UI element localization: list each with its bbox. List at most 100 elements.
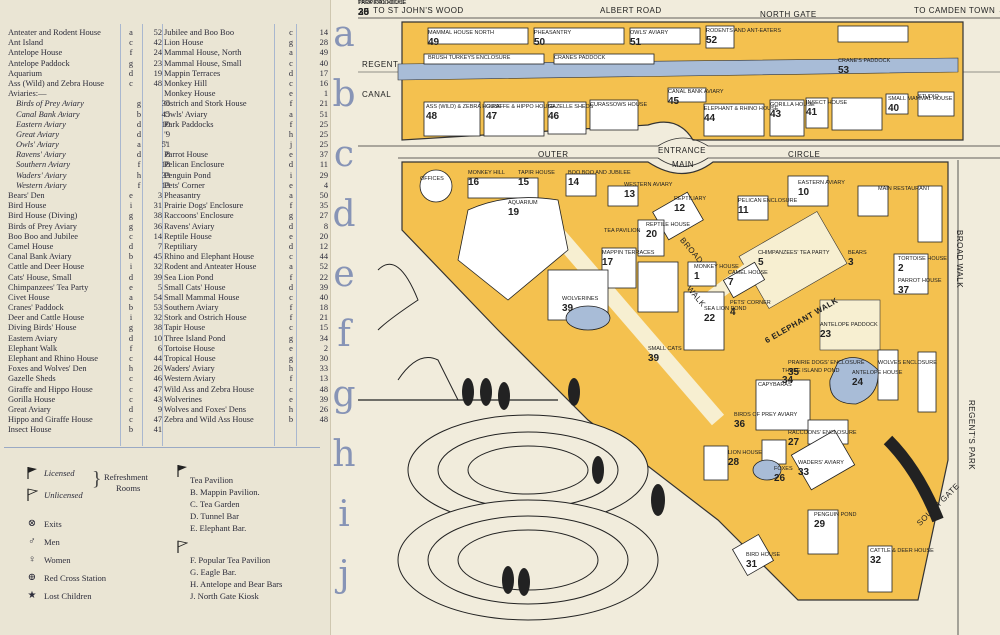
map-building-number: 47 (486, 111, 498, 122)
index-entry-square: d (288, 282, 294, 292)
legend-list-item: C. Tea Garden (190, 499, 240, 509)
index-entry-number: 35 (319, 201, 328, 211)
map-building-label: MAPPIN TERRACES (602, 250, 655, 256)
map-building-label: PARK PADDOCKS (358, 0, 405, 6)
index-entry-number: 45 (153, 252, 162, 262)
index-entry-square: f (289, 119, 293, 129)
index-entry-square: c (129, 231, 133, 241)
index-entry-number: 51 (319, 109, 328, 119)
map-building-label: CAPYBARAS (758, 382, 792, 388)
index-entry-number: 39 (319, 282, 328, 292)
index-entry-number: 14 (319, 28, 328, 37)
index-entry-name: Civet House (8, 292, 50, 302)
index-entry-number: 24 (153, 48, 162, 58)
index-entry-number: 21 (319, 99, 328, 109)
map-building-label: FOXES (774, 466, 793, 472)
map-building-label: BRUSH TURKEYS ENCLOSURE (428, 55, 511, 61)
index-entry-square: c (129, 374, 133, 384)
index-entry-number: 32 (153, 262, 162, 272)
index-entry-number: 13 (319, 374, 328, 384)
map-building-label: EASTERN AVIARY (798, 180, 845, 186)
index-entry-number: 8 (165, 150, 170, 160)
road-circle: CIRCLE (788, 150, 821, 159)
map-building-label: WOLVERINES (562, 296, 599, 302)
index-entry-square: a (137, 140, 141, 150)
index-entry-name: Reptiliary (164, 241, 198, 251)
map-building-number: 44 (704, 113, 716, 124)
map-building-number: 30 (358, 7, 370, 18)
index-entry-number: 20 (319, 231, 328, 241)
legend-unlicensed: Unlicensed (26, 488, 83, 502)
index-entry-name: Southern Aviary (16, 160, 71, 170)
map-building-number: 4 (730, 307, 736, 318)
index-entry-number: 39 (319, 394, 328, 404)
grid-row-letter: a (333, 14, 355, 55)
index-entry-number: 40 (319, 292, 328, 302)
index-entry-number: 46 (153, 374, 162, 384)
map-building-label: REPTILIARY (674, 196, 706, 202)
index-entry-square: c (129, 354, 133, 363)
index-entry-name: Mammal House, Small (164, 58, 242, 68)
index-entry-number: 39 (153, 272, 162, 282)
map-building-number: 39 (648, 353, 660, 364)
map-building-number: 17 (602, 257, 614, 268)
map-building-number: 41 (806, 107, 818, 118)
index-entry-number: 48 (319, 415, 328, 425)
map-building-number: 46 (548, 111, 560, 122)
index-entry-square: b (136, 109, 142, 119)
map-building-label: BIRDS OF PREY AVIARY (734, 412, 798, 418)
map-drawing (358, 17, 1000, 635)
index-entry-name: Waders' Aviary (164, 364, 215, 374)
map-building-number: 27 (788, 437, 800, 448)
index-entry-name: Sea Lion Pond (164, 272, 214, 282)
index-entry-square: d (288, 241, 294, 251)
map-building-number: 10 (798, 187, 810, 198)
rooms-label: Rooms (116, 483, 141, 493)
index-entry-number: 9 (157, 404, 162, 414)
map-building-label: CHIMPANZEES' TEA PARTY (758, 250, 830, 256)
index-entry-number: 10 (153, 333, 162, 343)
index-entry-number: 48 (319, 384, 328, 394)
map-building-number: 28 (728, 457, 740, 468)
road-st-johns-wood: ← TO ST JOHN'S WOOD (362, 6, 464, 15)
unlicensed-label: Unlicensed (44, 490, 83, 500)
index-entry-square: i (129, 262, 133, 272)
index-entry-square: i (289, 170, 293, 180)
index-entry-number: 13 (161, 180, 170, 190)
index-entry-name: Waders' Aviary (16, 170, 67, 180)
index-entry-name: Elephant Walk (8, 343, 58, 353)
index-entry-name: Lion House (164, 38, 204, 48)
index-entry-square: c (129, 415, 133, 425)
map-building-label: MAIN RESTAURANT (878, 186, 931, 192)
index-entry-square: d (288, 160, 294, 170)
legend-men: ♂Men (26, 536, 60, 547)
index-entry-square (120, 89, 142, 99)
index-entry-square: e (129, 282, 133, 292)
map-building-label: CURASSOWS HOUSE (590, 102, 648, 108)
index-entry-square: h (288, 364, 294, 374)
index-entry-square: a (129, 292, 133, 302)
index-entry-square: a (289, 262, 293, 272)
index-entry-number: 26 (319, 404, 328, 414)
map-building-number: 35 (788, 367, 800, 378)
index-entry-name: Antelope House (8, 48, 63, 58)
map-building-label: STUDIO (918, 94, 939, 100)
